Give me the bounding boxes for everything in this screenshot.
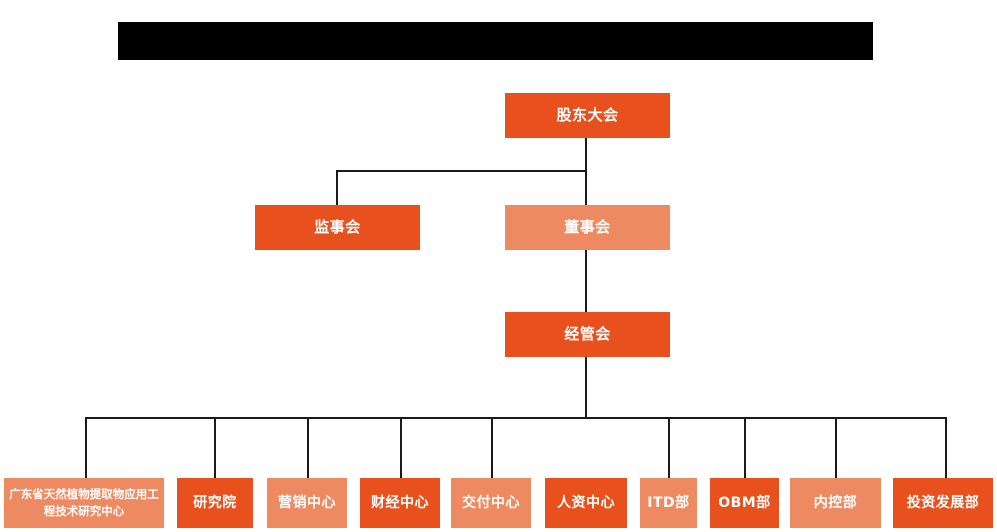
connector-to-directors bbox=[585, 170, 587, 205]
node-shareholders-meeting[interactable]: 股东大会 bbox=[505, 93, 670, 138]
connector-to-department-5 bbox=[491, 417, 493, 478]
node-department-obm[interactable]: OBM部 bbox=[710, 478, 779, 528]
connector-to-department-4 bbox=[400, 417, 402, 478]
node-board-of-directors[interactable]: 董事会 bbox=[505, 205, 670, 250]
connector-management-down bbox=[585, 357, 587, 419]
node-department-research-center[interactable]: 广东省天然植物提取物应用工程技术研究中心 bbox=[4, 478, 164, 528]
redaction-bar bbox=[118, 22, 873, 60]
connector-to-department-1 bbox=[85, 417, 87, 478]
connector-to-department-9 bbox=[835, 417, 837, 478]
connector-directors-to-management bbox=[585, 250, 587, 312]
node-department-human-resources[interactable]: 人资中心 bbox=[545, 478, 627, 528]
connector-to-department-2 bbox=[214, 417, 216, 478]
connector-to-supervisors bbox=[336, 170, 338, 205]
node-department-finance[interactable]: 财经中心 bbox=[360, 478, 440, 528]
connector-to-department-10 bbox=[945, 417, 947, 478]
node-management-committee[interactable]: 经管会 bbox=[505, 312, 670, 357]
connector-department-bus bbox=[85, 417, 946, 419]
node-board-of-supervisors[interactable]: 监事会 bbox=[255, 205, 420, 250]
node-department-internal-control[interactable]: 内控部 bbox=[790, 478, 881, 528]
node-department-delivery[interactable]: 交付中心 bbox=[451, 478, 531, 528]
connector-to-department-7 bbox=[668, 417, 670, 478]
node-department-institute[interactable]: 研究院 bbox=[177, 478, 253, 528]
node-department-itd[interactable]: ITD部 bbox=[640, 478, 697, 528]
connector-to-department-3 bbox=[307, 417, 309, 478]
connector-level2-bus bbox=[336, 170, 587, 172]
node-department-investment-development[interactable]: 投资发展部 bbox=[893, 478, 993, 528]
node-department-marketing[interactable]: 营销中心 bbox=[267, 478, 347, 528]
connector-to-department-8 bbox=[744, 417, 746, 478]
connector-shareholders-down bbox=[585, 138, 587, 172]
